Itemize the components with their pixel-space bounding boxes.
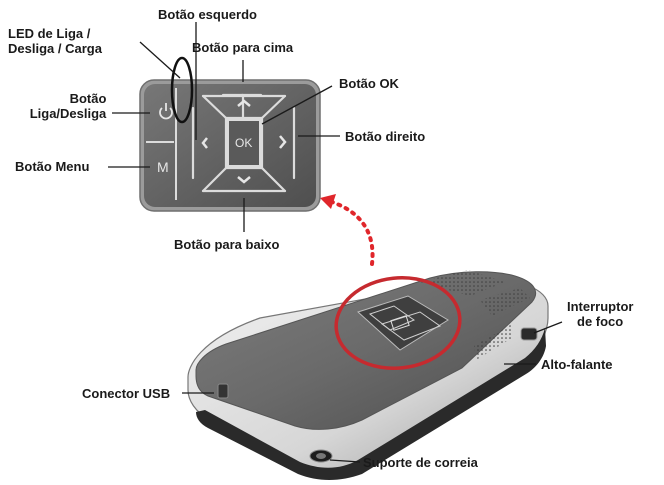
power-icon [159, 103, 173, 120]
label-btn-power: Botão Liga/Desliga [8, 91, 128, 121]
label-strap: Suporte de correia [363, 455, 478, 470]
label-focus-line1: Interruptor [567, 299, 634, 314]
down-chevron-icon [237, 176, 251, 184]
menu-key-text: M [157, 159, 169, 175]
label-btn-power-line1: Botão [69, 91, 107, 106]
label-speaker: Alto-falante [541, 357, 613, 372]
direction-pad-lines [191, 93, 296, 193]
label-led: LED de Liga / Desliga / Carga [8, 26, 102, 56]
label-btn-left: Botão esquerdo [158, 7, 257, 22]
up-chevron-icon [237, 99, 251, 107]
keypad-closeup [139, 56, 321, 212]
arrow-head [320, 194, 336, 209]
label-btn-right: Botão direito [345, 129, 426, 144]
label-usb: Conector USB [82, 386, 171, 401]
label-led-line1: LED de Liga / [8, 26, 91, 41]
label-focus-switch: Interruptor de foco [567, 299, 633, 329]
callout-lines [108, 22, 563, 463]
label-focus-line2: de foco [577, 314, 624, 329]
label-btn-ok: Botão OK [339, 76, 399, 91]
camera-device [187, 270, 549, 480]
keypad-highlight-circle [334, 276, 462, 370]
label-led-line2: Desliga / Carga [8, 41, 102, 56]
left-chevron-icon [201, 137, 208, 149]
device-keypad [357, 295, 449, 351]
led-highlight-ring [170, 56, 194, 124]
label-btn-menu: Botão Menu [15, 159, 90, 174]
right-chevron-icon [279, 135, 287, 149]
dotted-arrow [330, 200, 375, 266]
label-btn-power-line2: Liga/Desliga [29, 106, 107, 121]
ok-button-graphic [227, 119, 261, 167]
ok-key-text: OK [235, 136, 253, 150]
label-btn-up: Botão para cima [192, 40, 294, 55]
label-btn-down: Botão para baixo [174, 237, 280, 252]
